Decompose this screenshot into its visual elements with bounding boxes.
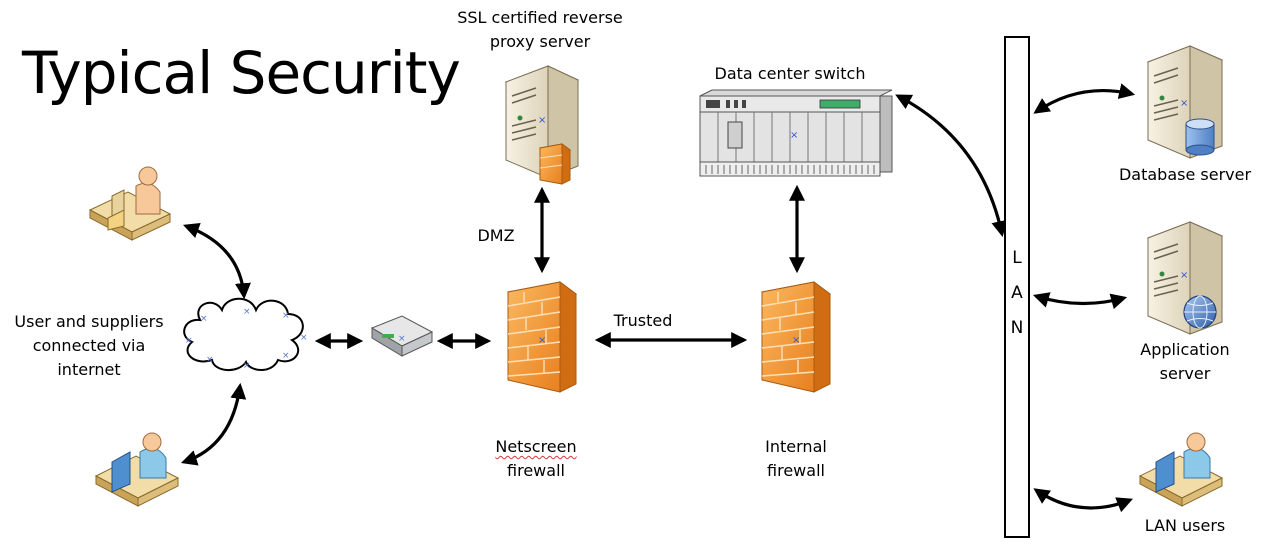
svg-text:×: × (243, 307, 251, 317)
arrow-top-user-cloud (182, 222, 251, 300)
application-server-label-line1: Application (1140, 340, 1230, 359)
lan-letter-l: L (1012, 248, 1022, 268)
proxy-server-label-line1: SSL certified reverse (457, 8, 623, 27)
proxy-server-label-line2: proxy server (489, 32, 591, 51)
lan-user-icon (1138, 432, 1224, 507)
router-icon: × (370, 315, 434, 357)
supplier-user-top-icon (88, 166, 172, 241)
internet-users-label-line3: internet (57, 360, 121, 379)
svg-text:×: × (282, 311, 290, 321)
svg-text:×: × (200, 314, 208, 324)
arrow-lan-users (1033, 488, 1133, 513)
diagram-title: Typical Security (22, 39, 461, 107)
database-server-label: Database server (1118, 165, 1252, 184)
lan-letter-n: N (1010, 318, 1024, 338)
arrow-lan-appserver (1032, 292, 1128, 310)
svg-text:×: × (185, 336, 193, 346)
netscreen-firewall-icon: × (506, 281, 578, 393)
svg-text:×: × (243, 361, 251, 371)
svg-text:×: × (1180, 270, 1188, 281)
globe-icon (1183, 295, 1217, 329)
internal-firewall-icon: × (760, 281, 832, 393)
internal-firewall-label-line2: firewall (767, 461, 825, 480)
application-server-icon: × (1146, 221, 1224, 335)
svg-text:×: × (398, 334, 406, 344)
netscreen-firewall-label-line1: Netscreen (495, 437, 577, 456)
svg-text:×: × (538, 115, 546, 126)
database-server-icon: × (1146, 45, 1224, 159)
lan-bar: L A N (1004, 36, 1030, 538)
proxy-server-icon: × (504, 65, 580, 185)
dmz-label: DMZ (477, 226, 515, 245)
application-server-label-line2: server (1159, 364, 1211, 383)
lan-letter-a: A (1011, 283, 1023, 303)
svg-text:×: × (282, 351, 290, 361)
arrow-lan-database (1033, 83, 1136, 114)
trusted-label: Trusted (613, 311, 673, 330)
svg-text:×: × (790, 130, 798, 141)
svg-text:×: × (300, 333, 308, 343)
svg-text:×: × (1180, 98, 1188, 109)
svg-text:×: × (538, 335, 546, 346)
arrow-switch-lan (895, 94, 1008, 238)
svg-text:×: × (206, 355, 214, 365)
data-center-switch-icon: × (699, 89, 893, 177)
netscreen-firewall-label-line2: firewall (507, 461, 565, 480)
internet-cloud-icon: × × × × × × × × (183, 297, 308, 371)
internet-users-label-line1: User and suppliers (14, 312, 164, 331)
svg-text:×: × (792, 335, 800, 346)
internet-users-label-line2: connected via (32, 336, 146, 355)
arrow-cloud-bottom-user (180, 382, 247, 466)
internal-firewall-label-line1: Internal (765, 437, 827, 456)
supplier-user-bottom-icon (94, 432, 180, 507)
database-cylinder-icon (1185, 118, 1215, 156)
lan-users-label: LAN users (1144, 516, 1226, 535)
switch-label: Data center switch (714, 64, 866, 83)
